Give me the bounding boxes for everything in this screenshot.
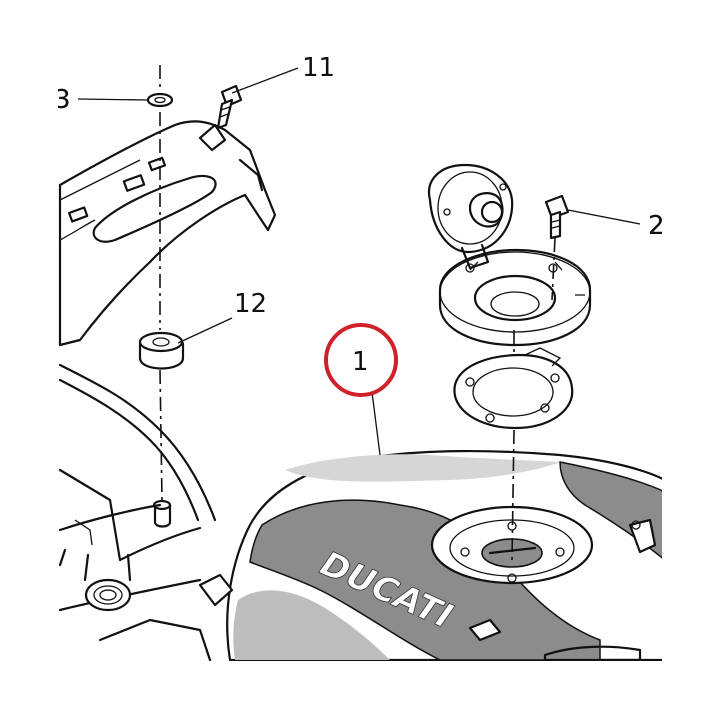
crop-mask-bottom xyxy=(0,661,720,720)
crop-mask-top xyxy=(0,0,720,56)
bolt-part-2 xyxy=(544,194,570,240)
grommet-part-12 xyxy=(138,331,185,370)
label-part-2: 2 xyxy=(648,211,665,241)
filler-cap-assembly xyxy=(427,163,592,347)
crop-mask-left xyxy=(0,0,58,720)
label-part-3-visible: 3 xyxy=(54,85,71,115)
fuel-tank: DUCATI xyxy=(198,449,667,662)
assembly-axes xyxy=(159,65,556,561)
highlight-circle xyxy=(324,323,398,397)
locating-pin xyxy=(152,499,172,528)
filler-gasket xyxy=(453,347,574,430)
crop-mask-right xyxy=(662,0,720,720)
frame-structure xyxy=(58,363,217,662)
label-part-2-visible: 2 xyxy=(648,211,665,241)
screw-part-11 xyxy=(216,84,243,130)
label-part-3: 3 xyxy=(54,85,71,115)
mounting-bracket xyxy=(58,120,277,347)
callout-leaders xyxy=(77,67,641,456)
label-part-12: 12 xyxy=(234,289,267,319)
label-part-11: 11 xyxy=(302,53,335,83)
label-part-1: 1 xyxy=(352,347,369,377)
washer-part-3 xyxy=(146,92,174,108)
